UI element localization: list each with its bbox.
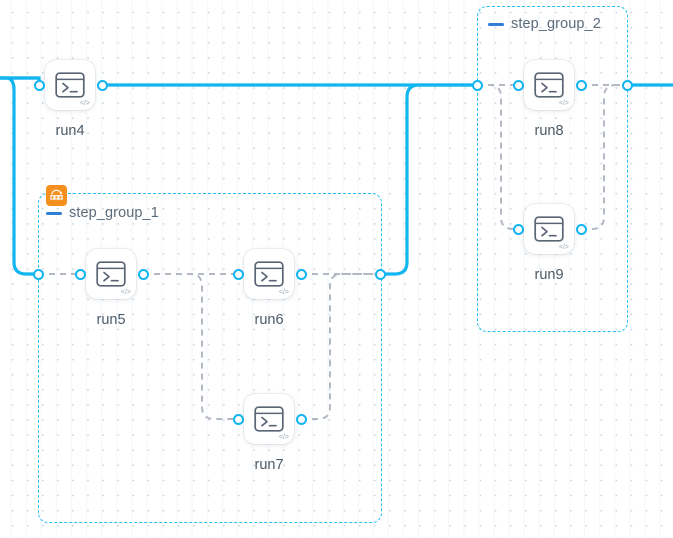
- node-label-run9: run9: [534, 267, 564, 283]
- group-box-step-group-2[interactable]: [477, 6, 628, 332]
- terminal-icon: [254, 261, 284, 287]
- port-run6-output[interactable]: [295, 268, 307, 280]
- terminal-icon: [96, 261, 126, 287]
- group-name-step-group-2: step_group_2: [511, 16, 601, 32]
- node-label-run4: run4: [55, 123, 85, 139]
- port-group1-input[interactable]: [32, 268, 44, 280]
- port-run5-output[interactable]: [137, 268, 149, 280]
- port-run4-output[interactable]: [96, 79, 108, 91]
- terminal-icon: [534, 216, 564, 242]
- port-group2-input[interactable]: [471, 79, 483, 91]
- code-badge-icon: </>: [278, 289, 289, 296]
- code-badge-icon: </>: [79, 100, 90, 107]
- group-name-step-group-1: step_group_1: [69, 205, 159, 221]
- port-run4-input[interactable]: [33, 79, 45, 91]
- group-label-step-group-2[interactable]: step_group_2: [488, 16, 601, 32]
- node-label-run6: run6: [254, 312, 284, 328]
- code-badge-icon: </>: [278, 434, 289, 441]
- group-collapse-dash-icon[interactable]: [46, 211, 62, 215]
- edge-group1-out-up[interactable]: [380, 83, 477, 276]
- code-badge-icon: </>: [558, 244, 569, 251]
- terminal-icon: [254, 406, 284, 432]
- port-run9-output[interactable]: [575, 223, 587, 235]
- port-run7-output[interactable]: [295, 413, 307, 425]
- node-run5[interactable]: </>: [86, 249, 136, 299]
- group-box-step-group-1[interactable]: [38, 193, 382, 523]
- port-run6-input[interactable]: [232, 268, 244, 280]
- group-badge-step-group-1[interactable]: [46, 185, 67, 206]
- port-run7-input[interactable]: [232, 413, 244, 425]
- group-collapse-dash-icon[interactable]: [488, 22, 504, 26]
- terminal-icon: [55, 72, 85, 98]
- node-label-run7: run7: [254, 457, 284, 473]
- node-run7[interactable]: </>: [244, 394, 294, 444]
- node-label-run8: run8: [534, 123, 564, 139]
- node-run6[interactable]: </>: [244, 249, 294, 299]
- port-run9-input[interactable]: [512, 223, 524, 235]
- node-run8[interactable]: </>: [524, 60, 574, 110]
- port-run8-input[interactable]: [512, 79, 524, 91]
- code-badge-icon: </>: [120, 289, 131, 296]
- edge-left-to-group1[interactable]: [0, 76, 38, 276]
- node-run4[interactable]: </>: [45, 60, 95, 110]
- code-badge-icon: </>: [558, 100, 569, 107]
- node-label-run5: run5: [96, 312, 126, 328]
- port-group1-output[interactable]: [374, 268, 386, 280]
- port-run8-output[interactable]: [575, 79, 587, 91]
- terminal-icon: [534, 72, 564, 98]
- node-run9[interactable]: </>: [524, 204, 574, 254]
- workflow-group-icon: [50, 189, 63, 200]
- port-run5-input[interactable]: [74, 268, 86, 280]
- group-label-step-group-1[interactable]: step_group_1: [46, 205, 159, 221]
- port-group2-output[interactable]: [621, 79, 633, 91]
